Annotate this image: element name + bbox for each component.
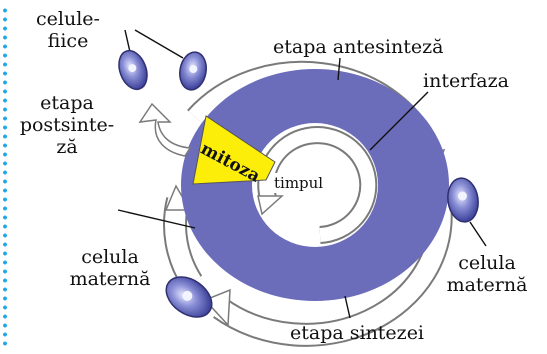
mother-cell-right-label: celula maternă	[437, 252, 537, 296]
postsynthesis-label: etapa postsinte- ză	[14, 92, 120, 158]
daughter-cell-2	[177, 50, 209, 92]
inner-arrowhead	[258, 196, 282, 214]
postsynthesis-arrow	[140, 104, 190, 156]
antesynthesis-label: etapa antesinteză	[273, 36, 443, 58]
mother-cell-left-label: celula maternă	[60, 246, 160, 290]
time-label: timpul	[272, 173, 325, 193]
daughter-cells-label: celule- fiice	[28, 8, 108, 52]
interphase-label: interfaza	[423, 70, 509, 92]
daughter-cell-1	[114, 47, 152, 93]
synthesis-label: etapa sintezei	[290, 322, 424, 344]
